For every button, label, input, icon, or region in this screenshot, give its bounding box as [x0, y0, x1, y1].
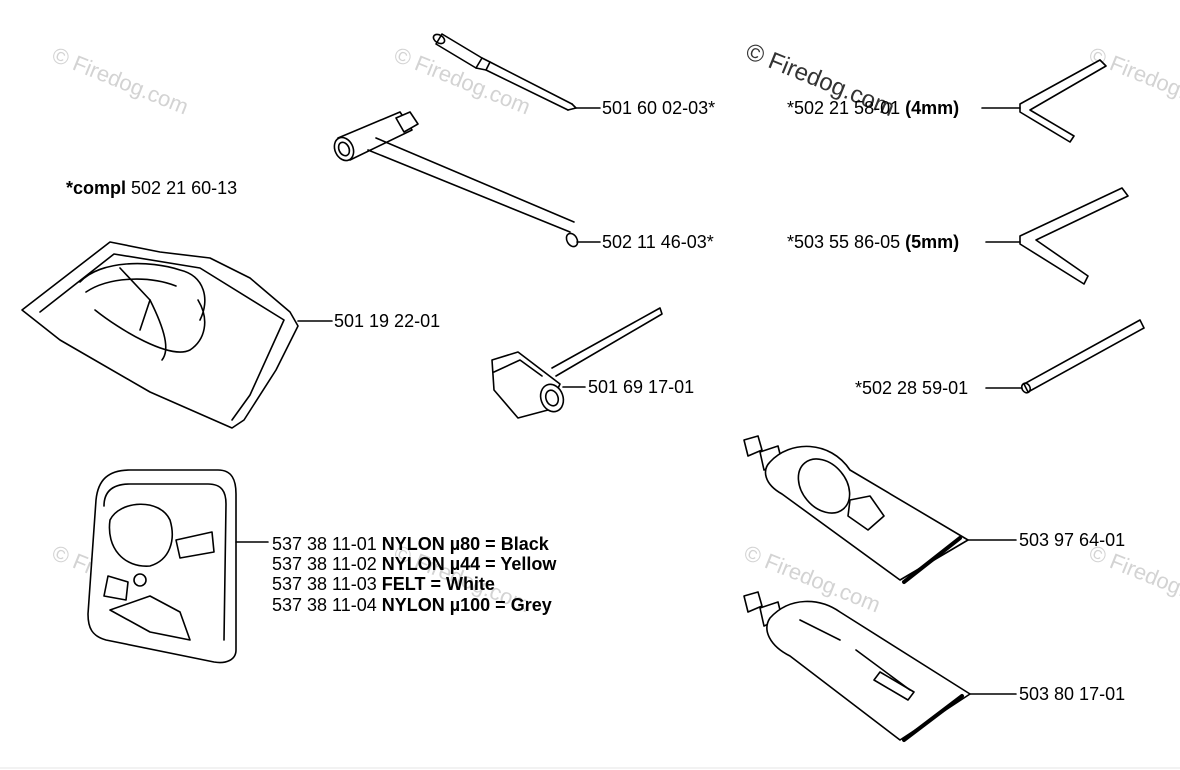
part-size: (5mm): [905, 232, 960, 252]
part-label: 501 19 22-01: [334, 311, 441, 331]
filter-item: 537 38 11-03 FELT = White: [272, 574, 495, 594]
air-filter-icon: [87, 469, 269, 664]
filter-description: NYLON µ100 = Grey: [381, 595, 552, 615]
spark-plug-wrench-icon: [491, 307, 663, 419]
grease-tube-icon: [743, 591, 1017, 742]
part-label: *502 28 59-01: [855, 378, 969, 398]
hex-key-4mm-icon: [981, 59, 1107, 143]
filter-item: 537 38 11-01 NYLON µ80 = Black: [272, 534, 549, 554]
filter-description: NYLON µ44 = Yellow: [381, 554, 557, 574]
filter-part-number: 537 38 11-02: [272, 554, 377, 574]
screwdriver-icon: [432, 33, 601, 111]
filter-description: FELT = White: [381, 574, 495, 594]
part-label: 503 97 64-01: [1019, 530, 1126, 550]
filter-part-number: 537 38 11-03: [272, 574, 377, 594]
part-label: 501 60 02-03*: [602, 98, 716, 118]
filter-item: 537 38 11-04 NYLON µ100 = Grey: [272, 595, 552, 615]
filter-item: 537 38 11-02 NYLON µ44 = Yellow: [272, 554, 556, 574]
part-label: 503 80 17-01: [1019, 684, 1126, 704]
part-label-5mm: *503 55 86-05 (5mm): [787, 232, 959, 252]
pin-rod-icon: [985, 319, 1145, 394]
hex-key-5mm-icon: [985, 187, 1129, 285]
compl-prefix: *compl: [66, 178, 127, 198]
tool-pouch-icon: [21, 241, 333, 429]
part-size: (4mm): [905, 98, 960, 118]
compl-note: *compl 502 21 60-13: [66, 178, 237, 198]
grease-tube-icon: [743, 435, 1017, 584]
part-label: 501 69 17-01: [588, 377, 695, 397]
t-wrench-icon: [333, 111, 601, 248]
part-number: *502 21 58-01: [787, 98, 901, 118]
part-number: *503 55 86-05: [787, 232, 901, 252]
filter-description: NYLON µ80 = Black: [381, 534, 549, 554]
part-label: 502 11 46-03*: [602, 232, 714, 252]
filter-part-number: 537 38 11-01: [272, 534, 377, 554]
compl-part-number: 502 21 60-13: [131, 178, 238, 198]
filter-part-number: 537 38 11-04: [272, 595, 377, 615]
part-label-4mm: *502 21 58-01 (4mm): [787, 98, 959, 118]
